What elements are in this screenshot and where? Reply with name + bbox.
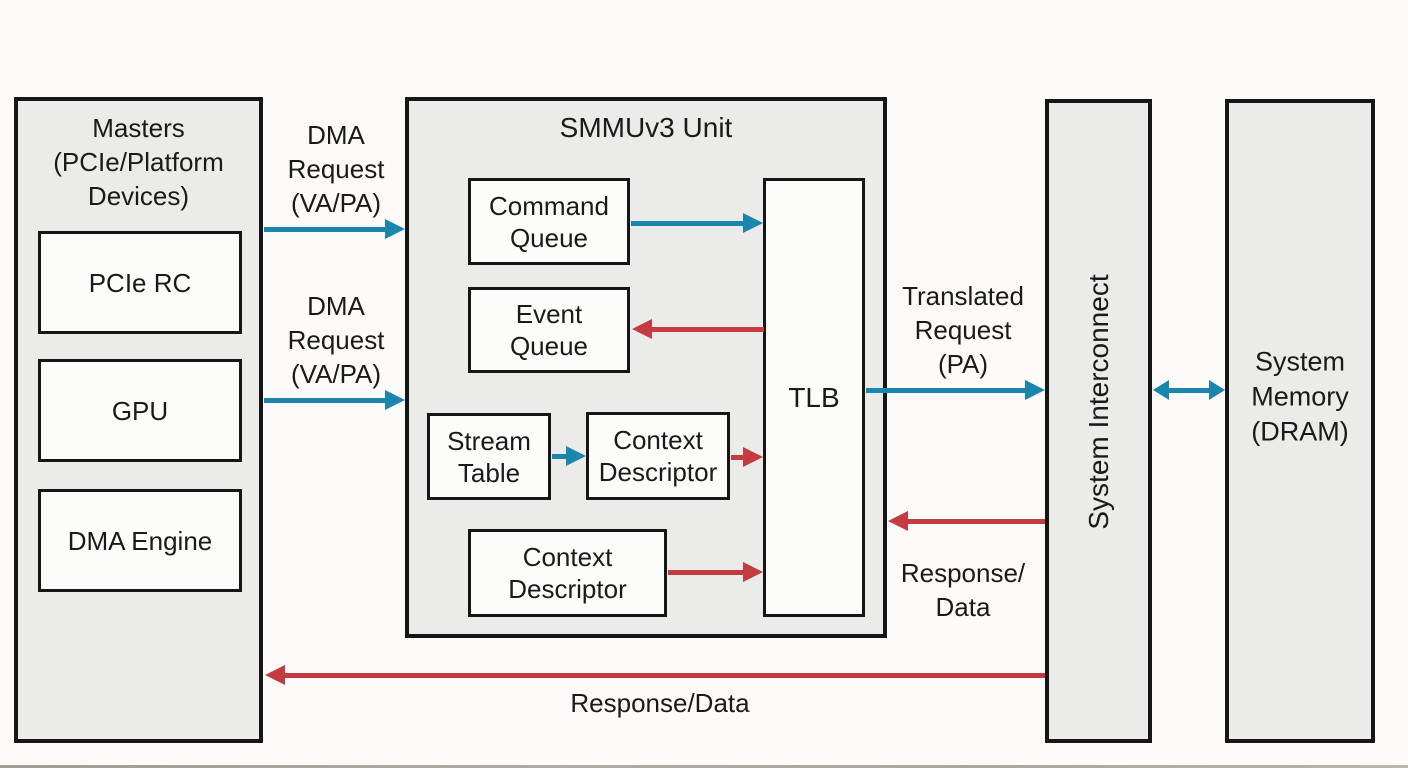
stream-table-box: Stream Table [427, 413, 551, 500]
gpu-box: GPU [38, 359, 242, 462]
tlb-box: TLB [763, 178, 865, 617]
response-data-bottom-label: Response/Data [570, 688, 750, 718]
masters-title: Masters (PCIe/Platform Devices) [53, 113, 224, 211]
pcie-rc-box: PCIe RC [38, 231, 242, 334]
dma-request-label-2: DMA Request (VA/PA) [287, 291, 385, 389]
stream-table-label: Stream Table [447, 425, 531, 488]
gpu-label: GPU [111, 395, 169, 426]
smmu-unit-box: SMMUv3 Unit Command Queue Event Queue St… [405, 97, 887, 638]
tlb-label: TLB [788, 381, 840, 413]
command-queue-box: Command Queue [468, 178, 630, 265]
smmu-unit-title: SMMUv3 Unit [559, 112, 733, 143]
system-interconnect-label: System Interconnect [1082, 274, 1114, 530]
masters-box: Masters (PCIe/Platform Devices) PCIe RC … [14, 97, 263, 743]
event-queue-label: Event Queue [509, 299, 589, 361]
response-data-right-label: Response/ Data [900, 558, 1026, 622]
event-queue-box: Event Queue [468, 287, 630, 373]
command-queue-label: Command Queue [489, 190, 609, 253]
translated-request-label: Translated Request (PA) [902, 281, 1024, 379]
dma-engine-box: DMA Engine [38, 489, 242, 592]
scan-artifact-line [0, 765, 1408, 768]
dma-request-label-1: DMA Request (VA/PA) [287, 120, 385, 218]
system-interconnect-box: System Interconnect [1045, 99, 1152, 743]
system-memory-label: System Memory (DRAM) [1251, 346, 1349, 447]
pcie-rc-label: PCIe RC [88, 267, 192, 298]
context-descriptor-bottom-label: Context Descriptor [508, 542, 627, 604]
context-descriptor-top-label: Context Descriptor [598, 425, 718, 487]
dma-engine-label: DMA Engine [67, 525, 213, 556]
system-memory-box: System Memory (DRAM) [1225, 99, 1375, 743]
context-descriptor-top-box: Context Descriptor [586, 412, 730, 500]
context-descriptor-bottom-box: Context Descriptor [468, 529, 667, 617]
